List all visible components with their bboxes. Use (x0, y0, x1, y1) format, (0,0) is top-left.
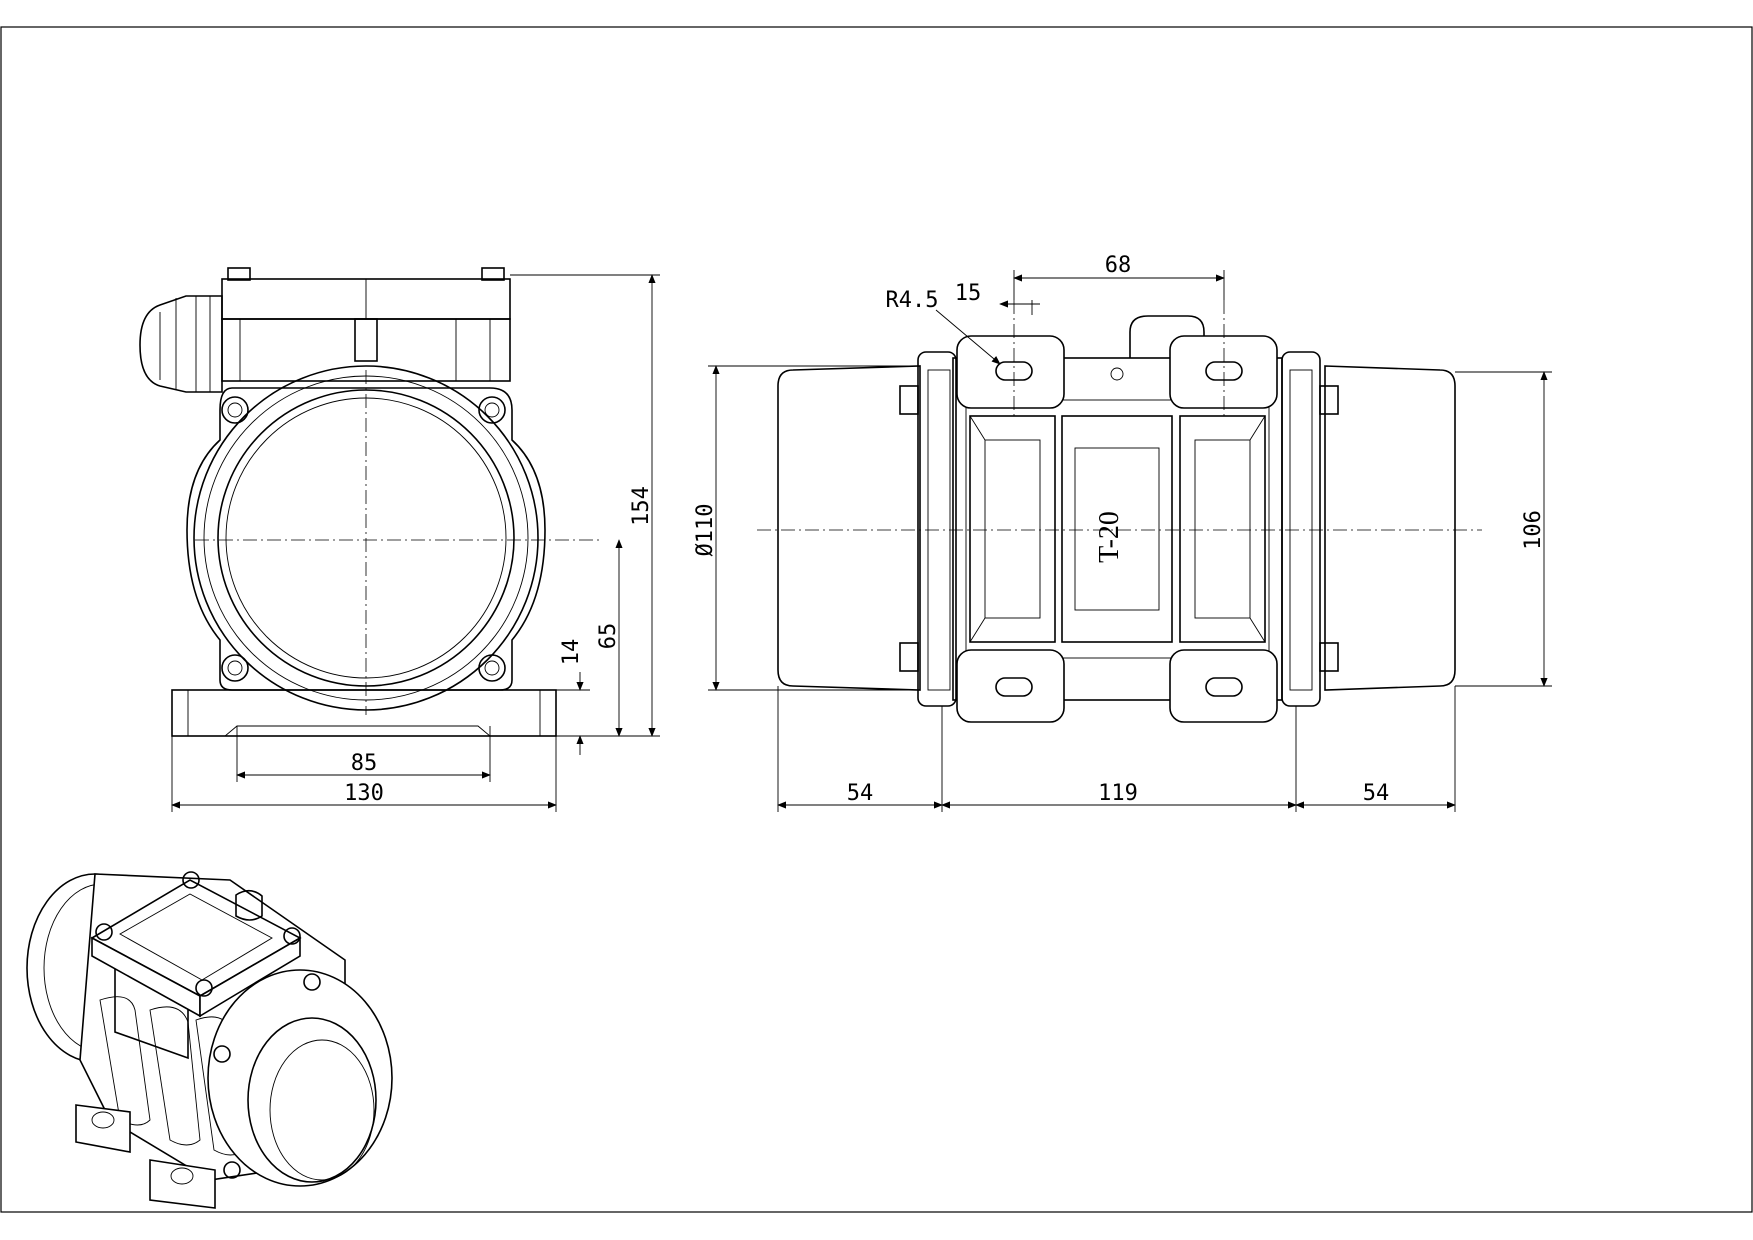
front-view: 154 65 14 85 130 (139, 267, 660, 812)
dim-slot-radius: R4.5 (886, 288, 939, 313)
dim-base-width: 130 (344, 781, 384, 806)
dim-slot-length: 15 (955, 281, 982, 306)
dim-diameter: Ø110 (693, 504, 718, 557)
dim-slot-spacing: 68 (1105, 253, 1132, 278)
dim-height-overall: 154 (629, 486, 654, 526)
sheet-border (0, 26, 1753, 1213)
dim-shaft-height: 65 (596, 623, 621, 650)
isometric-view (26, 871, 393, 1209)
dim-right-end-length: 54 (1363, 781, 1390, 806)
dim-body-length: 119 (1098, 781, 1138, 806)
model-label: T-20 (1094, 511, 1125, 563)
flange-bolts (221, 396, 506, 682)
dim-left-end-length: 54 (847, 781, 874, 806)
mounting-feet (956, 335, 1278, 723)
dim-base-thickness: 14 (559, 639, 584, 666)
dim-hole-spacing: 85 (351, 751, 378, 776)
dim-end-cap-diameter: 106 (1521, 510, 1546, 550)
side-view: T-20 68 15 R4.5 Ø110 106 54 (693, 253, 1552, 812)
